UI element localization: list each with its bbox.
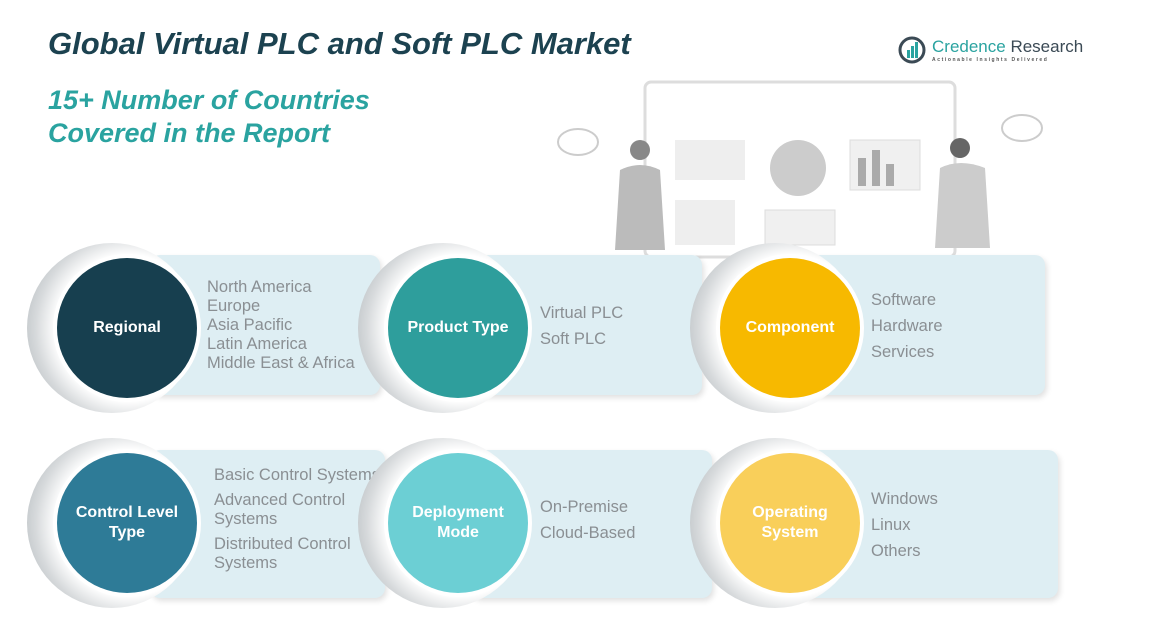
subtitle-line-1: 15+ Number of Countries (48, 85, 370, 115)
segment-circle: Operating System (720, 453, 860, 593)
logo-name-2: Research (1010, 37, 1084, 56)
segment-item: Basic Control Systems (214, 466, 380, 484)
segment-item: Windows (871, 490, 938, 508)
segment-item: Software (871, 291, 937, 309)
segment-item: North America (207, 278, 312, 296)
page-title: Global Virtual PLC and Soft PLC Market (48, 26, 631, 61)
segment-label: Operating System (752, 504, 828, 541)
segment-label: Deployment Mode (412, 504, 504, 541)
segment-item: Asia Pacific (207, 316, 293, 334)
segment-item: Services (871, 343, 935, 361)
segment-label: Regional (93, 319, 161, 336)
segment-item: Distributed Control Systems (214, 535, 351, 572)
segment-item: Linux (871, 516, 911, 534)
segment-circle: Product Type (388, 258, 528, 398)
segment-circle: Regional (57, 258, 197, 398)
segment-item: Hardware (871, 317, 943, 335)
segment-item: On-Premise (540, 498, 629, 516)
logo-tagline: Actionable Insights Delivered (932, 57, 1049, 63)
segment-label: Product Type (407, 319, 509, 336)
segment-item: Cloud-Based (540, 524, 636, 542)
segment-circle: Deployment Mode (388, 453, 528, 593)
segment-item: Soft PLC (540, 330, 607, 348)
logo-name-1: Credence (932, 37, 1006, 56)
segment-items: Virtual PLC Soft PLC (540, 300, 740, 352)
segment-item: Middle East & Africa (207, 354, 355, 372)
segment-label: Component (745, 319, 835, 336)
logo-icon (898, 36, 926, 64)
presentation-illustration (557, 80, 1043, 259)
segment-item: Latin America (207, 335, 307, 353)
segment-circle: Component (720, 258, 860, 398)
segment-item: Others (871, 542, 921, 560)
segment-circle: Control Level Type (57, 453, 197, 593)
subtitle-line-2: Covered in the Report (48, 118, 331, 148)
segment-item: Virtual PLC (540, 304, 624, 322)
segment-item: Advanced Control Systems (214, 491, 346, 528)
segment-label: Control Level Type (75, 504, 179, 541)
segment-item: Europe (207, 297, 261, 315)
